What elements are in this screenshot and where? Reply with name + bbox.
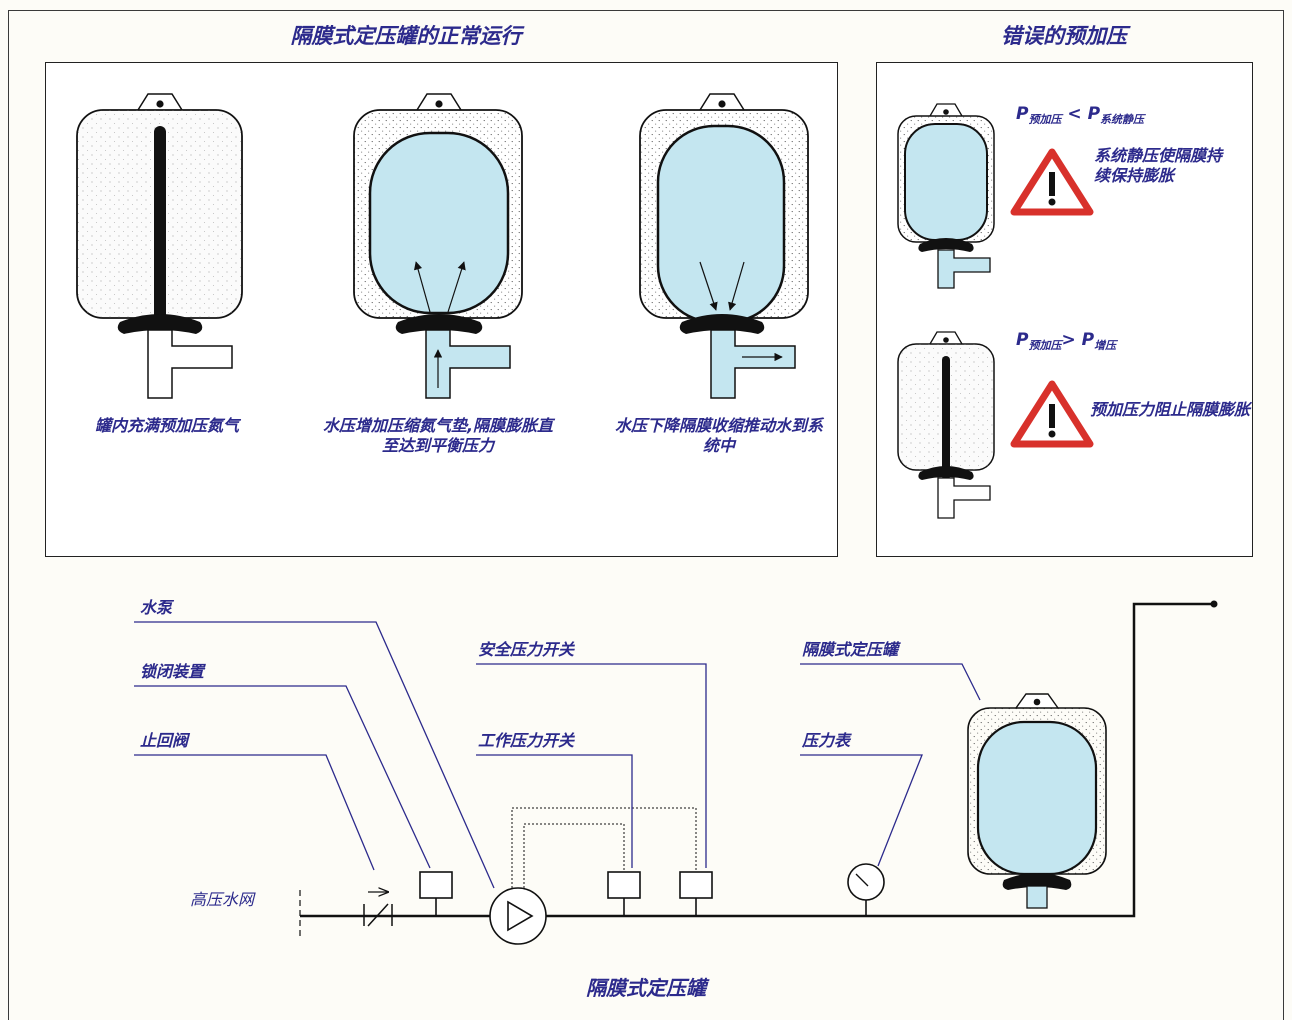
label-diaphragm-tank: 隔膜式定压罐 (802, 640, 899, 659)
schematic-tank (967, 693, 1107, 909)
label-check-valve: 止回阀 (140, 731, 189, 750)
tank-water-falling (639, 93, 809, 399)
pump-icon (489, 887, 547, 945)
caption-water-falling: 水压下降隔膜收缩推动水到系统中 (614, 416, 823, 455)
warning-triangle-icon (1010, 148, 1094, 216)
locking-device-icon (419, 871, 453, 916)
label-pressure-gauge: 压力表 (802, 731, 851, 750)
label-pump: 水泵 (140, 598, 173, 617)
tank-water-rising (353, 93, 523, 399)
figure-frame (8, 10, 1284, 1020)
heading-normal-operation: 隔膜式定压罐的正常运行 (290, 24, 522, 48)
warning-triangle-icon (1010, 380, 1094, 448)
tank-precharged (76, 93, 243, 399)
schematic-title: 隔膜式定压罐 (586, 976, 706, 1000)
heading-wrong-precharge: 错误的预加压 (1001, 24, 1127, 48)
label-safety-pressure-switch: 安全压力开关 (478, 640, 575, 659)
note-precharge-prevents-expansion: 预加压力阻止隔膜膨胀 (1090, 400, 1251, 419)
schematic (134, 600, 1218, 945)
formula-precharge-lt-static: P预加压 < P系统静压 (1016, 104, 1145, 126)
pressure-gauge-icon (847, 863, 885, 916)
label-locking-device: 锁闭装置 (140, 662, 205, 681)
formula-precharge-gt-boost: P预加压> P增压 (1016, 330, 1117, 352)
note-static-keeps-expanded: 系统静压使隔膜持续保持膨胀 (1094, 146, 1223, 185)
working-pressure-switch-icon (607, 871, 641, 916)
error-tank-b (897, 331, 995, 519)
label-high-pressure-network: 高压水网 (190, 890, 255, 909)
check-valve-icon (363, 892, 393, 927)
error-tank-a (897, 103, 995, 289)
safety-pressure-switch-icon (679, 871, 713, 916)
label-working-pressure-switch: 工作压力开关 (478, 731, 575, 750)
caption-water-rising: 水压增加压缩氮气垫,隔膜膨胀直至达到平衡压力 (322, 416, 554, 455)
caption-precharged: 罐内充满预加压氮气 (94, 416, 239, 435)
